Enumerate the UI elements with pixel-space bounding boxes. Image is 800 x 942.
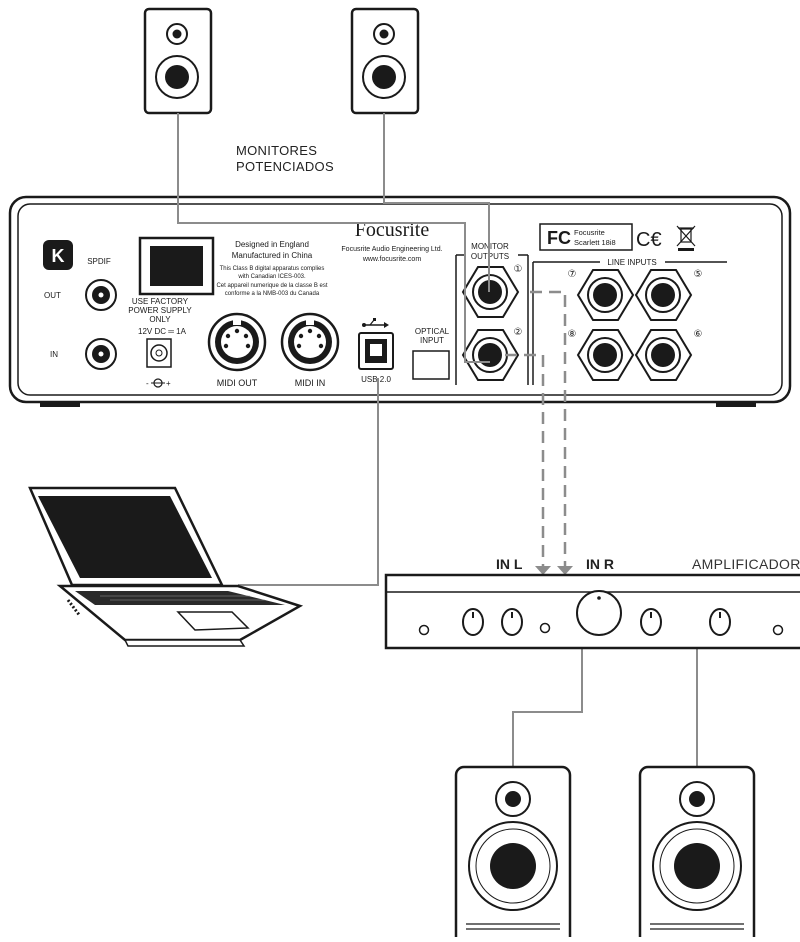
arrow-in-l-icon: [535, 566, 551, 575]
amp-knob-2: [501, 608, 523, 636]
optical-label-2: INPUT: [420, 336, 444, 345]
powered-monitors-line-1: MONITORES: [236, 143, 318, 158]
passive-speaker-left: [454, 765, 572, 942]
passive-speaker-right: [638, 765, 756, 942]
spdif-in-label: IN: [50, 350, 58, 359]
k-logo-icon: K: [43, 240, 73, 270]
polarity-icon: - +: [146, 378, 171, 388]
spdif-out-jack: [85, 279, 117, 311]
brand-name: Focusrite: [355, 219, 430, 241]
usb-label: USB 2.0: [361, 375, 391, 384]
psu-rating: 12V DC ═ 1A: [138, 327, 187, 336]
in-r-label: IN R: [586, 556, 614, 572]
power-switch: [138, 236, 215, 296]
arrow-in-r-icon: [557, 566, 573, 575]
psu-label-3: ONLY: [149, 315, 171, 324]
cable-output2-amp-dashed: [505, 353, 545, 568]
dc-power-jack: [146, 338, 172, 368]
psu-label-2: POWER SUPPLY: [128, 306, 192, 315]
spdif-in-jack: [85, 338, 117, 370]
compliance-4: conforme a la NMB-003 du Canada: [225, 291, 320, 297]
fcc-model-1: Focusrite: [574, 228, 605, 237]
svg-text:-: -: [146, 379, 149, 388]
input-number-7: ⑦: [568, 269, 577, 280]
line-input-8-jack: [576, 329, 635, 381]
usb-port: [358, 332, 394, 370]
line-input-6-jack: [634, 329, 693, 381]
powered-monitors-label: MONITORES POTENCIADOS: [236, 143, 334, 175]
optical-label-1: OPTICAL: [415, 327, 450, 336]
amp-volume-knob: [576, 590, 622, 636]
cable-amp-speaker-left: [512, 646, 583, 767]
optical-input-port: [412, 350, 450, 380]
cable-left-monitor: [177, 113, 490, 363]
amplifier-label: AMPLIFICADOR: [692, 556, 800, 572]
midi-in-label: MIDI IN: [295, 378, 326, 388]
laptop: [28, 486, 304, 647]
output-number-2: ②: [514, 327, 523, 338]
midi-in-port: [280, 312, 340, 372]
midi-out-label: MIDI OUT: [217, 378, 258, 388]
in-l-label: IN L: [496, 556, 523, 572]
powered-monitor-left: [143, 7, 213, 115]
ce-mark: C€: [636, 229, 662, 251]
compliance-2: with Canadian ICES-003.: [237, 274, 306, 280]
spdif-out-label: OUT: [44, 291, 61, 300]
usb-icon: [362, 318, 389, 328]
manufactured-in: Manufactured in China: [232, 251, 313, 260]
monitor-output-2-jack: [461, 329, 520, 381]
amp-knob-4: [709, 608, 731, 636]
fcc-badge: FC Focusrite Scarlett 18i8: [539, 223, 633, 251]
line-input-7-jack: [576, 269, 635, 321]
cable-usb-laptop: [238, 378, 379, 586]
spdif-label: SPDIF: [87, 257, 111, 266]
fc-mark: FC: [547, 228, 571, 248]
compliance-3: Cet appareil numerique de la classe B es…: [216, 283, 327, 289]
cable-output1-amp-dashed: [530, 290, 567, 568]
midi-out-port: [207, 312, 267, 372]
output-number-1: ①: [514, 264, 523, 275]
amp-knob-3: [640, 608, 662, 636]
cable-right-monitor: [383, 113, 490, 292]
svg-text:+: +: [166, 379, 171, 388]
psu-label-1: USE FACTORY: [132, 297, 189, 306]
powered-monitors-line-2: POTENCIADOS: [236, 159, 334, 174]
input-number-6: ⑥: [694, 329, 703, 340]
amplifier: [384, 573, 800, 650]
weee-bin-icon: [676, 225, 696, 251]
line-inputs-label: LINE INPUTS: [607, 258, 656, 267]
compliance-1: This Class B digital apparatus complies: [220, 266, 325, 272]
designed-in: Designed in England: [235, 240, 309, 249]
website: www.focusrite.com: [362, 256, 422, 263]
amp-knob-1: [462, 608, 484, 636]
monitor-label-1: MONITOR: [471, 242, 509, 251]
fcc-model-2: Scarlett 18i8: [574, 238, 616, 247]
line-input-5-jack: [634, 269, 693, 321]
k-logo-text: K: [52, 246, 65, 266]
company-name: Focusrite Audio Engineering Ltd.: [341, 246, 442, 253]
input-number-8: ⑧: [568, 329, 577, 340]
input-number-5: ⑤: [694, 269, 703, 280]
powered-monitor-right: [350, 7, 420, 115]
